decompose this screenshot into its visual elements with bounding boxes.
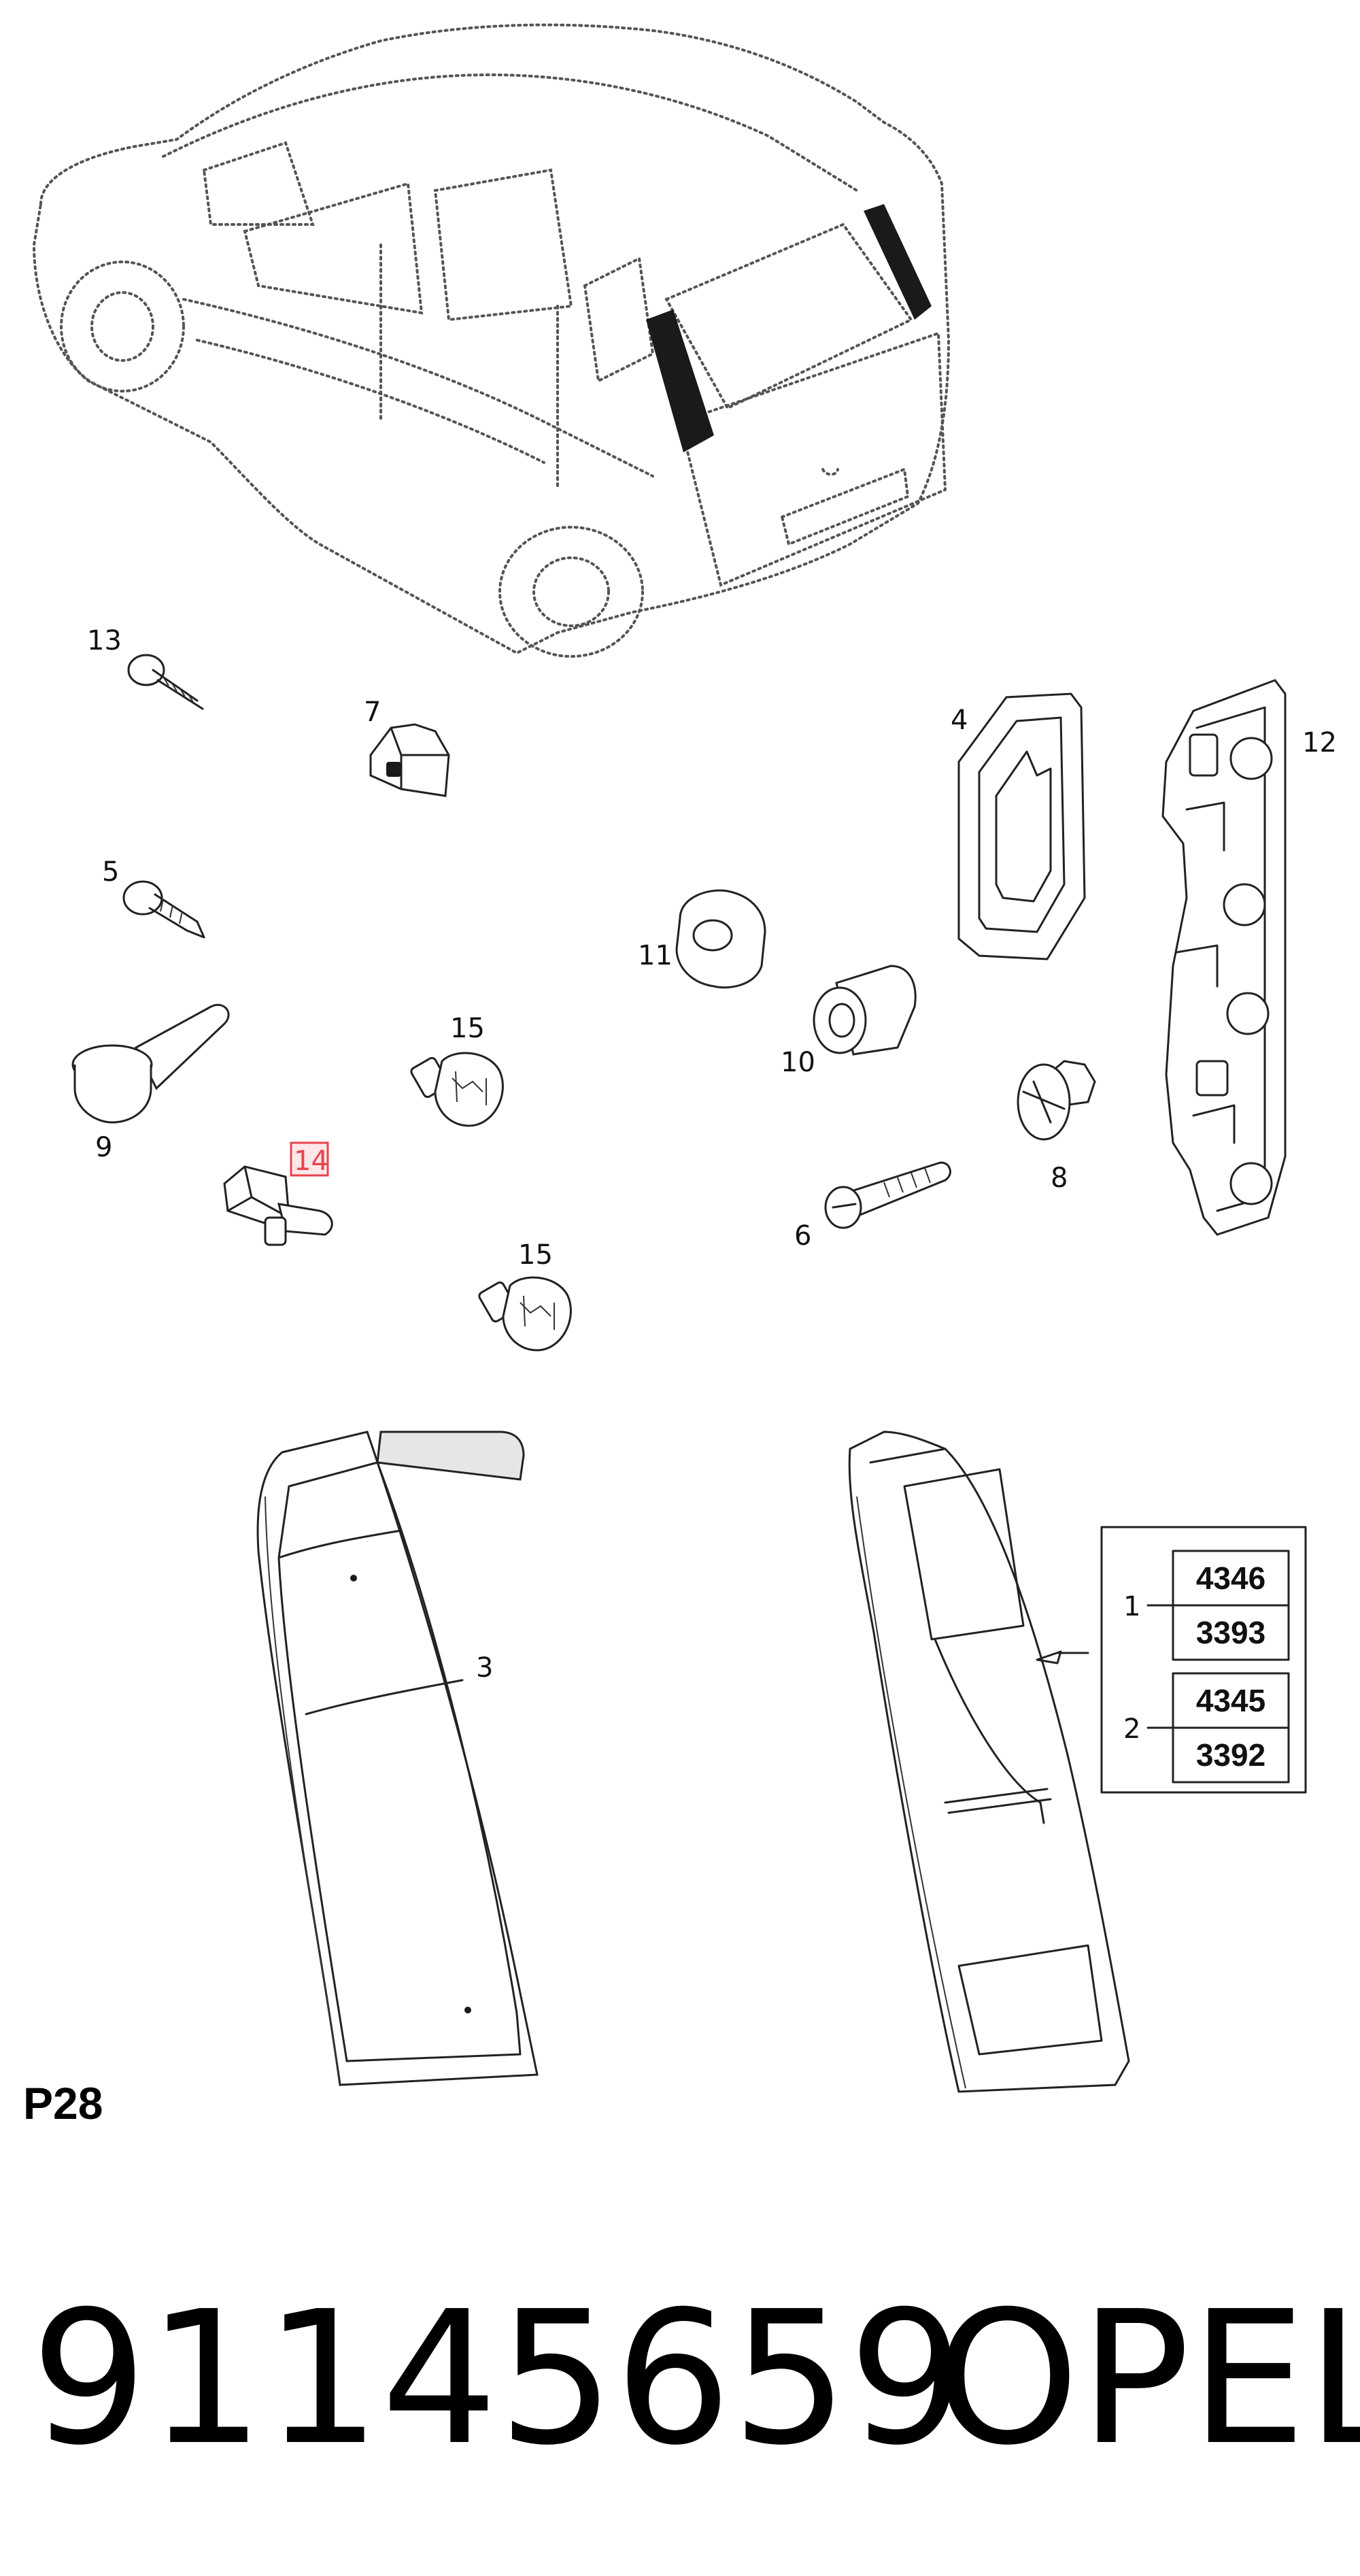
variant-row-1-code-a: 4346 [1196,1560,1265,1596]
callout-11: 11 [638,940,673,971]
part-14-bulb-holder [223,1165,333,1246]
callout-9: 9 [95,1132,112,1163]
brand-name: OPEL [935,2271,1360,2486]
part-3-tail-lamp-inner [256,1431,539,2086]
part-9-bolt [71,1003,230,1124]
variant-row-2-key: 2 [1123,1713,1140,1745]
callout-6: 6 [794,1220,811,1252]
part-15-bulb-lower [478,1276,572,1352]
variant-row-1-key: 1 [1123,1591,1140,1622]
tail-lamp-outer [848,1431,1130,2093]
callout-10: 10 [781,1047,815,1078]
part-15-bulb-upper [410,1052,504,1127]
callout-3: 3 [476,1652,493,1684]
part-12-bulb-carrier [1161,679,1287,1236]
callout-14: 14 [294,1145,328,1177]
part-8-push-clip [1017,1060,1096,1141]
part-6-screw [824,1161,951,1229]
callout-15-lower: 15 [518,1239,553,1271]
car-illustration [32,23,951,658]
part-10-grommet [813,965,917,1056]
variant-row-2-code-a: 4345 [1196,1683,1265,1718]
callout-14-highlight-box [290,1141,329,1177]
variant-row-1-code-b: 3393 [1196,1615,1265,1650]
callout-4: 4 [951,705,968,736]
callout-8: 8 [1051,1162,1068,1194]
callout-5: 5 [102,856,119,888]
variant-row-2-code-b: 3392 [1196,1737,1265,1773]
part-5-screw [122,880,205,939]
part-11-grommet-ring [675,889,766,989]
section-code: P28 [23,2078,103,2128]
callout-15-upper: 15 [450,1013,485,1044]
callout-12: 12 [1302,727,1337,758]
part-7-clip [369,723,450,797]
callout-labels: 13 7 4 12 5 11 10 15 9 8 14 6 15 3 [87,625,1337,1684]
part-13-screw [127,654,204,710]
part-number: 91145659 [31,2271,965,2486]
callout-7: 7 [364,697,381,728]
callout-13: 13 [87,625,122,656]
part-4-gasket [957,692,1086,960]
variant-table: 1 4346 3393 2 4345 3392 [1100,1526,1307,1794]
